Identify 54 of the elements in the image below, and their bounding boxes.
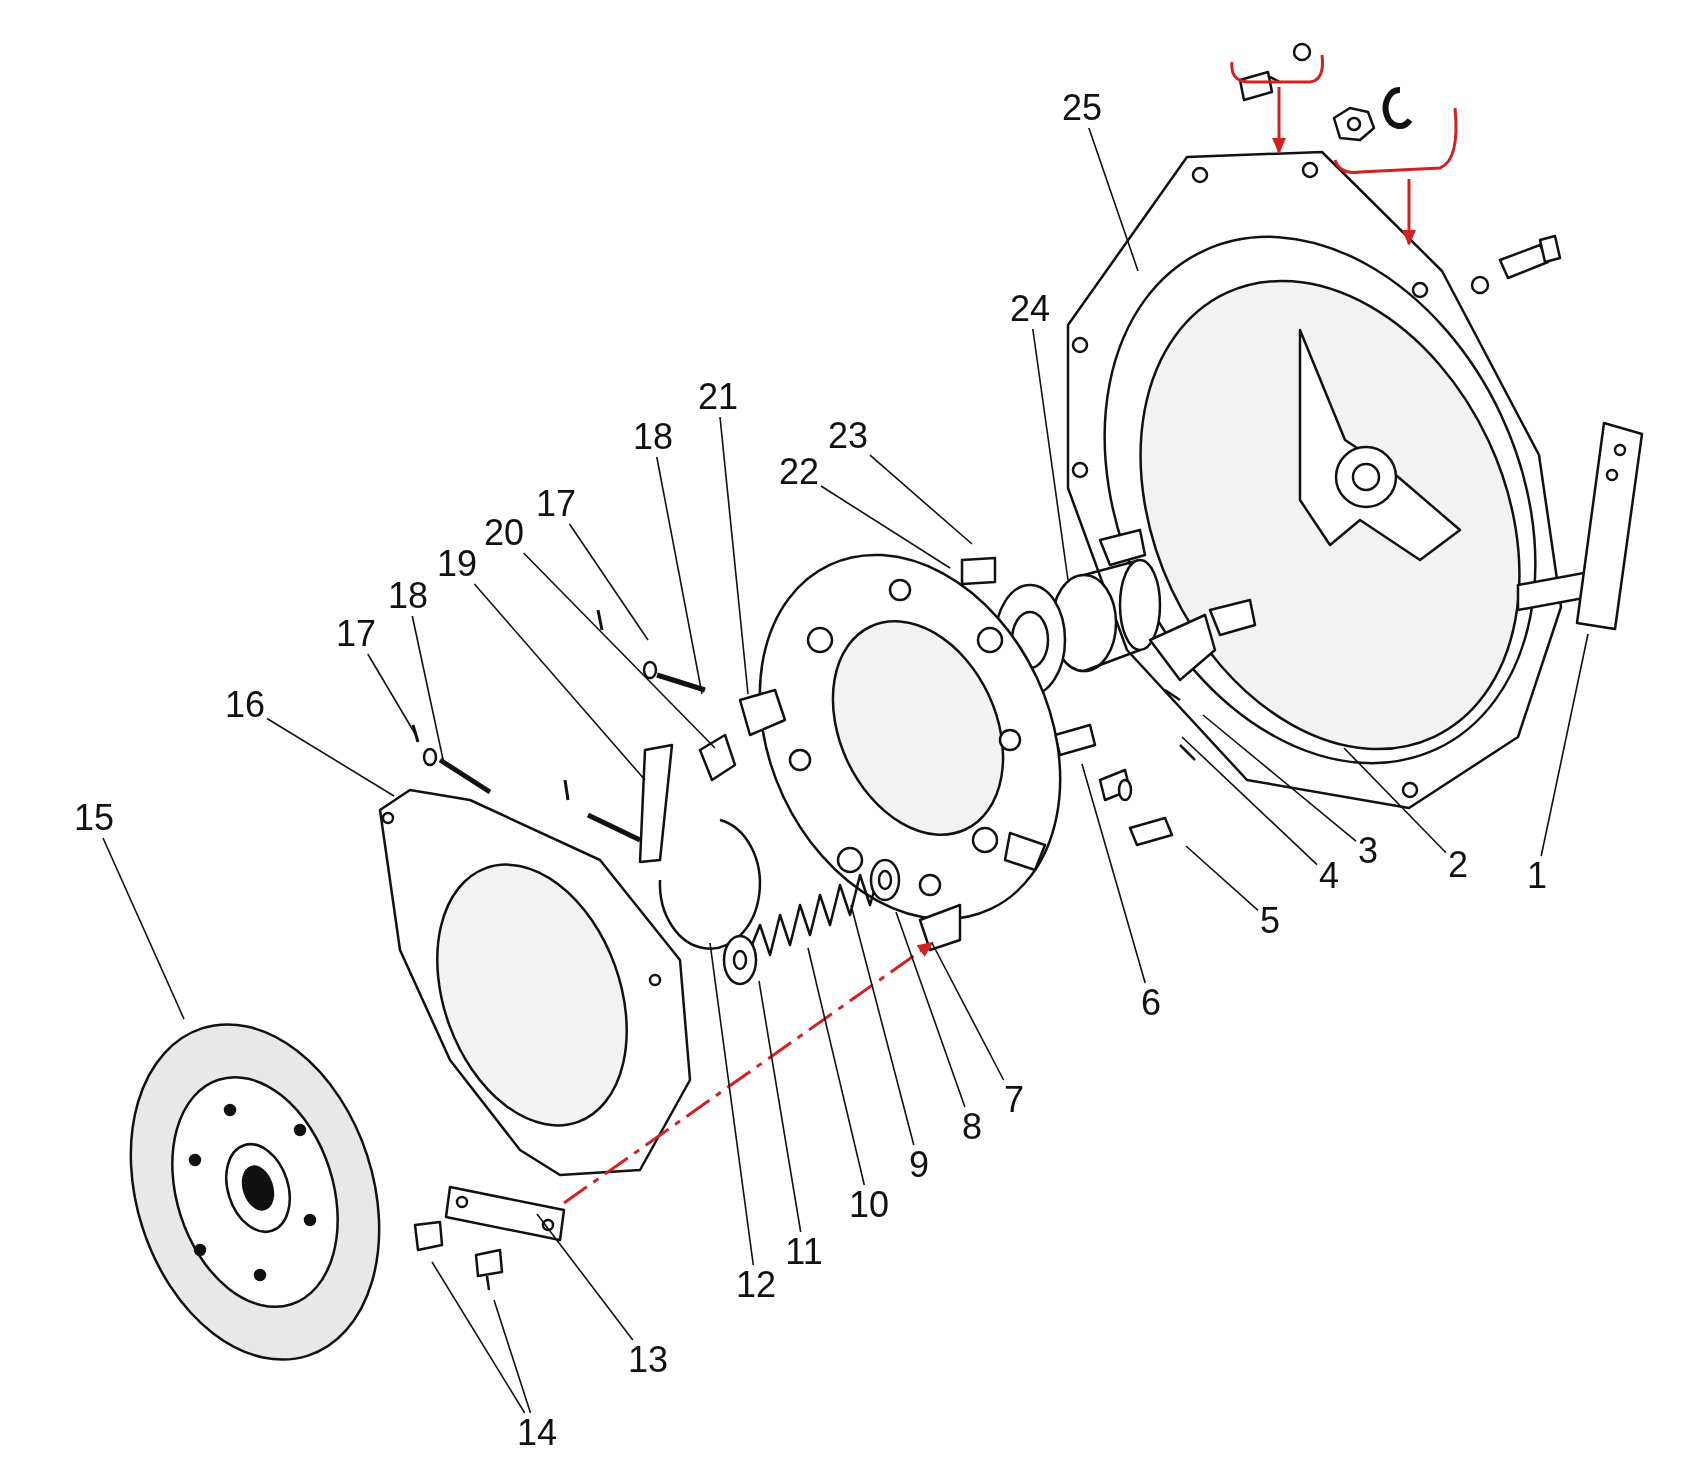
callout-number: 3 <box>1358 833 1378 869</box>
callout-number: 8 <box>962 1109 982 1145</box>
leader-line <box>758 980 802 1233</box>
callout-number: 11 <box>785 1234 823 1270</box>
callout-number: 13 <box>628 1342 668 1378</box>
leader-line <box>1540 633 1589 857</box>
callout-number: 24 <box>1010 291 1050 327</box>
callout-number: 6 <box>1141 985 1161 1021</box>
leader-line <box>820 485 951 569</box>
callout-number: 2 <box>1448 847 1468 883</box>
callout-number: 23 <box>828 418 868 454</box>
leader-line <box>493 1299 532 1414</box>
callout-number: 12 <box>736 1267 776 1303</box>
leader-line <box>1181 736 1318 866</box>
callout-number: 14 <box>517 1415 557 1451</box>
leader-line <box>850 904 915 1146</box>
leader-line <box>709 942 755 1266</box>
leader-line <box>522 552 716 749</box>
leader-line <box>536 1213 634 1341</box>
callout-number: 9 <box>909 1147 929 1183</box>
leader-line <box>473 583 646 781</box>
callout-number: 1 <box>1527 858 1547 894</box>
callout-number: 25 <box>1062 90 1102 126</box>
leader-line <box>931 942 1005 1081</box>
leader-line <box>719 416 749 695</box>
leader-line <box>656 456 703 695</box>
leader-line <box>1088 127 1139 272</box>
callout-number: 18 <box>388 578 428 614</box>
leader-line <box>568 523 649 641</box>
leader-line <box>1032 328 1069 581</box>
callout-number: 7 <box>1004 1082 1024 1118</box>
callout-number: 17 <box>336 616 376 652</box>
leader-line <box>367 653 418 738</box>
callout-number: 17 <box>536 486 576 522</box>
leader-line <box>1185 845 1259 912</box>
callout-number: 19 <box>437 546 477 582</box>
callout-number: 18 <box>633 419 673 455</box>
leader-line <box>1202 714 1357 842</box>
leader-line <box>895 911 966 1108</box>
callout-number: 20 <box>484 515 524 551</box>
callout-number: 22 <box>779 454 819 490</box>
leader-line <box>807 947 866 1186</box>
leader-line <box>869 454 973 545</box>
leader-line <box>266 717 395 797</box>
callout-number: 16 <box>225 687 265 723</box>
callout-number: 21 <box>698 379 738 415</box>
leader-line <box>1343 747 1447 854</box>
leader-line <box>431 1261 526 1414</box>
leader-line <box>1081 763 1146 984</box>
callout-number: 15 <box>74 800 114 836</box>
callout-number: 5 <box>1260 903 1280 939</box>
callout-number: 10 <box>849 1187 889 1223</box>
leader-line <box>102 837 185 1020</box>
callout-number: 4 <box>1319 858 1339 894</box>
